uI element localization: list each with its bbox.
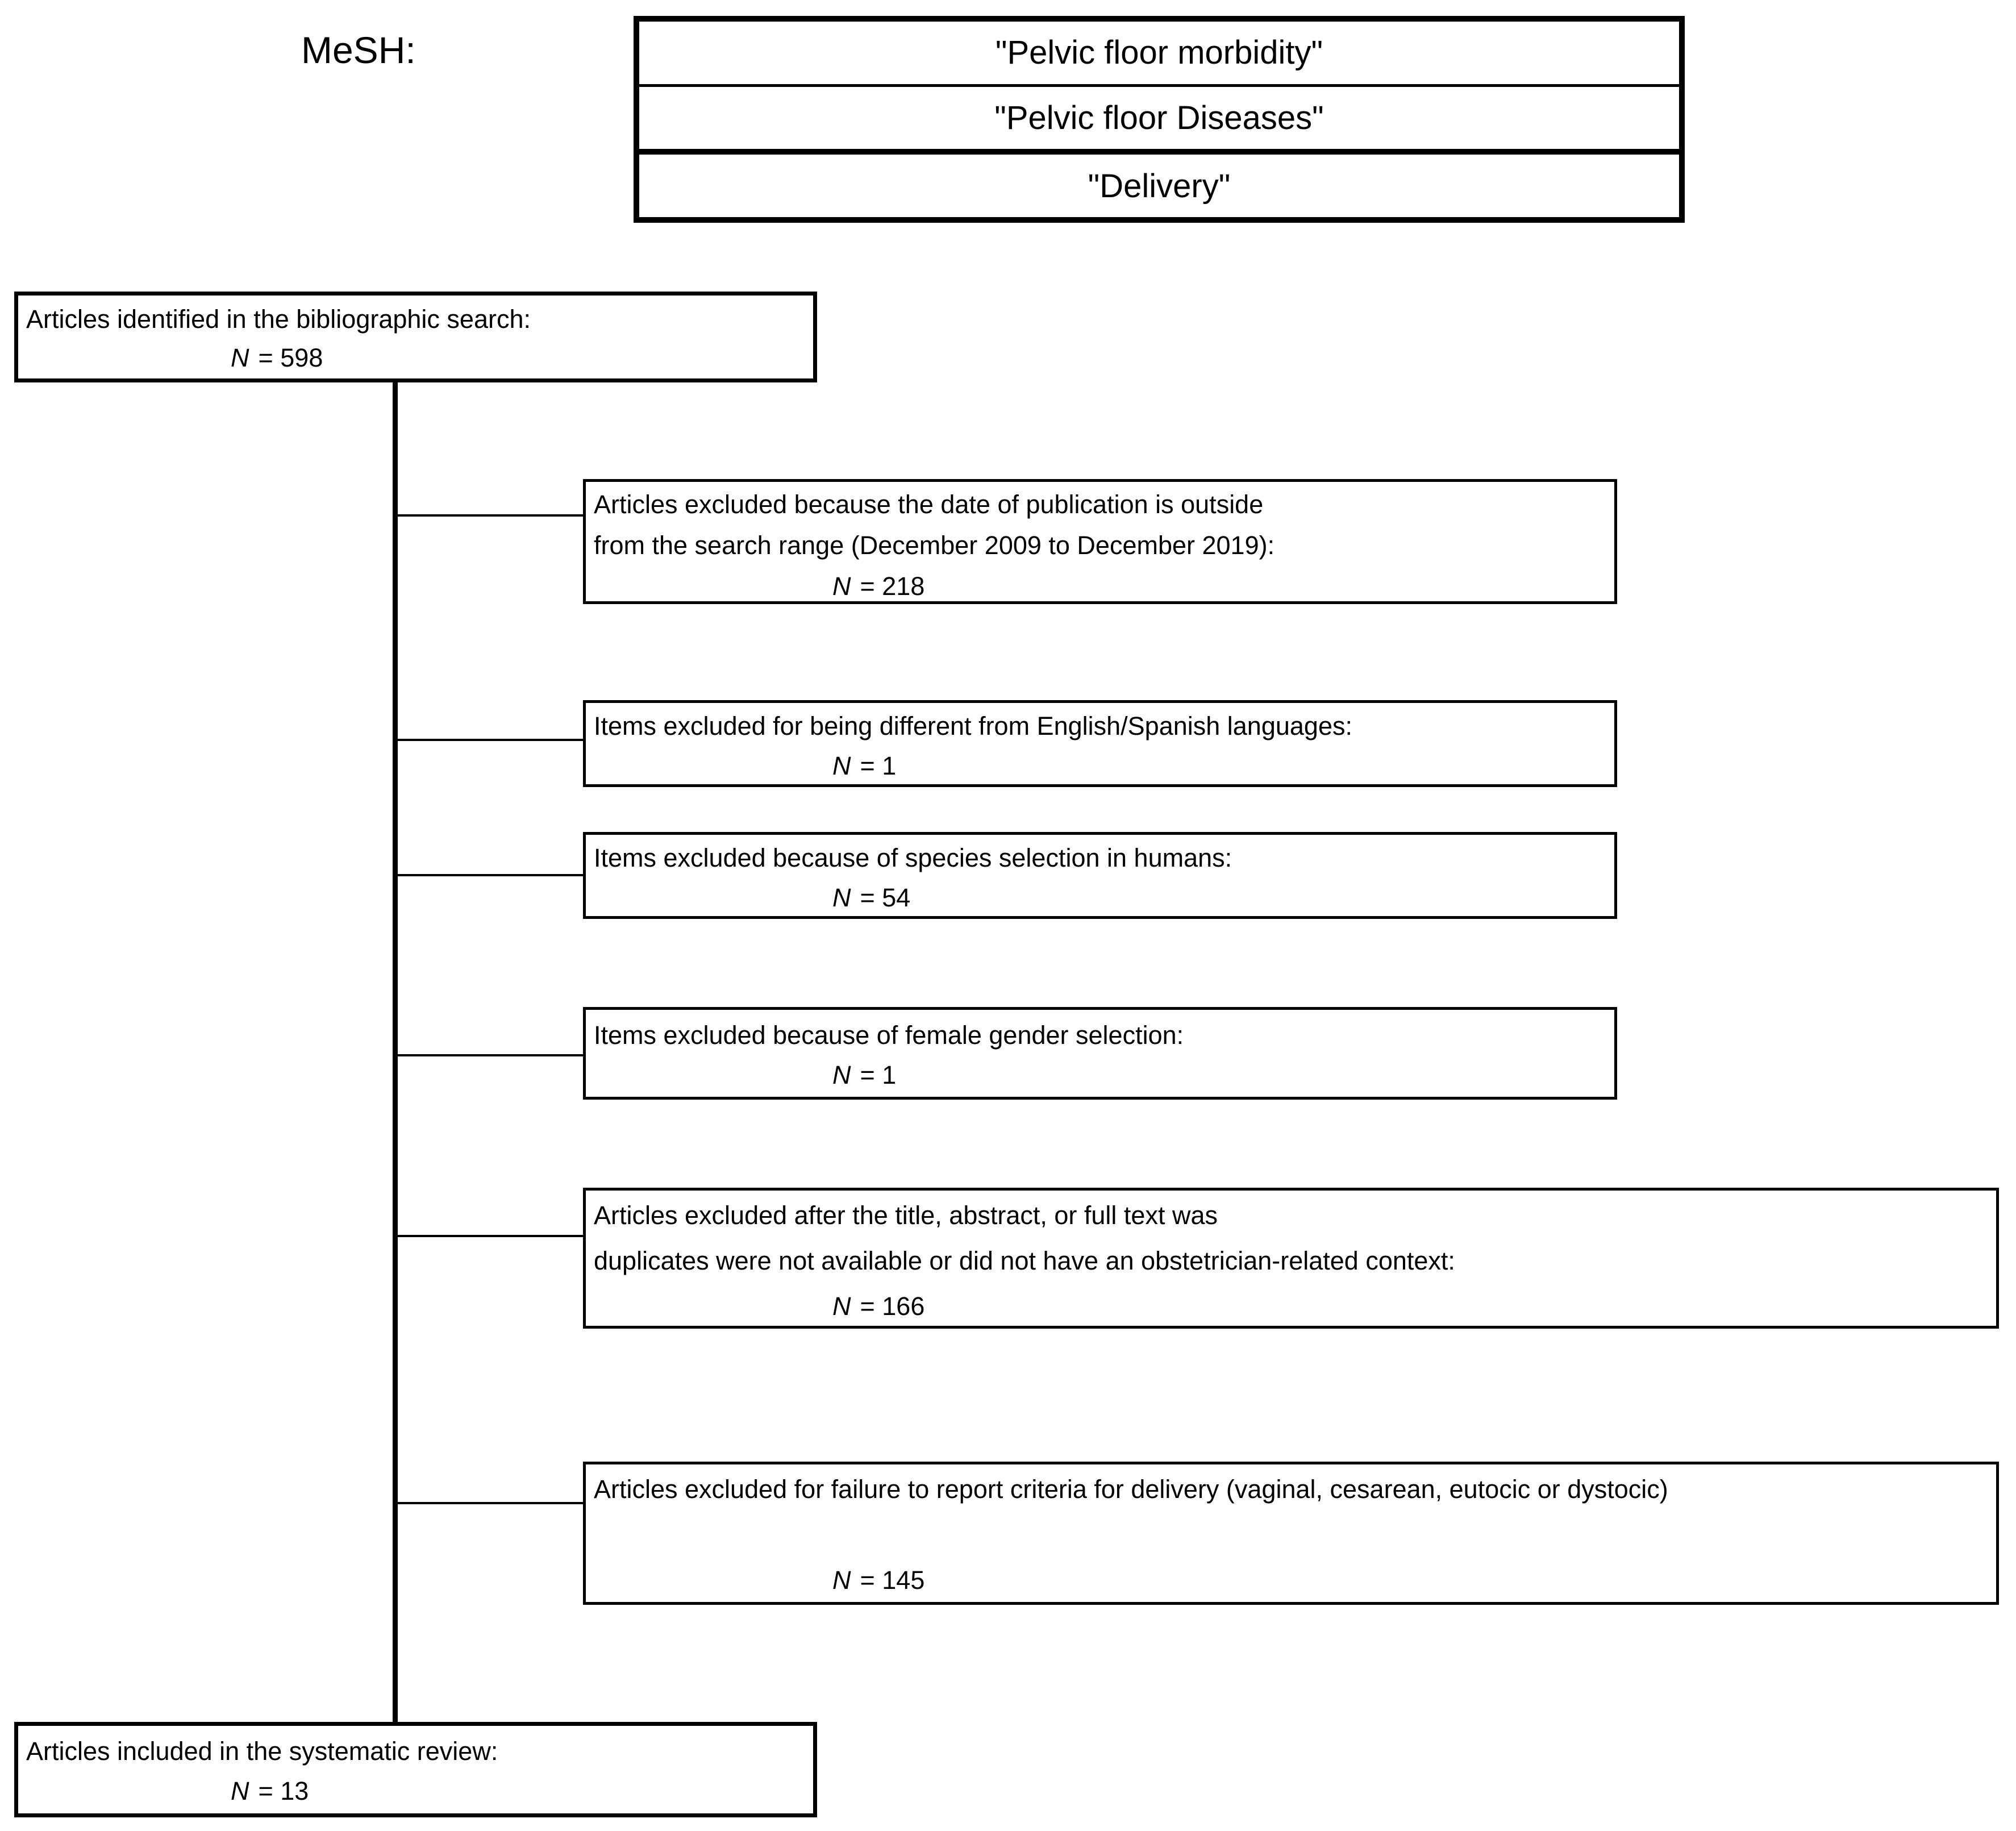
flow-branch-line-dates	[398, 514, 583, 517]
n-value: = 598	[258, 343, 323, 372]
mesh-term-pelvic-floor-diseases: "Pelvic floor Diseases"	[639, 87, 1679, 155]
flow-branch-line-delivery-criteria	[398, 1502, 583, 1504]
box-text: Articles identified in the bibliographic…	[26, 305, 531, 334]
n-value: = 1	[860, 1060, 897, 1089]
flow-trunk-line	[393, 382, 398, 1722]
flow-branch-line-language	[398, 739, 583, 741]
box-text: Articles included in the systematic revi…	[26, 1737, 498, 1766]
flow-branch-line-gender	[398, 1054, 583, 1056]
box-text: Items excluded because of species select…	[594, 843, 1232, 872]
n-value: = 1	[860, 751, 897, 780]
box-text: Articles excluded because the date of pu…	[594, 490, 1264, 519]
included-articles-box: Articles included in the systematic revi…	[14, 1722, 817, 1817]
blank-line	[594, 1512, 1988, 1558]
box-text: Articles excluded after the title, abstr…	[594, 1201, 1218, 1230]
n-line: N = 598	[26, 339, 805, 377]
n-value: = 54	[860, 883, 911, 912]
n-line: N = 54	[594, 878, 1606, 918]
exclusion-box-dates: Articles excluded because the date of pu…	[583, 479, 1617, 604]
flow-branch-line-species	[398, 874, 583, 876]
box-text: Articles excluded for failure to report …	[594, 1475, 1668, 1504]
n-value: = 166	[860, 1292, 925, 1321]
exclusion-box-gender: Items excluded because of female gender …	[583, 1007, 1617, 1100]
identified-articles-box: Articles identified in the bibliographic…	[14, 292, 817, 382]
n-line: N = 166	[594, 1284, 1988, 1329]
n-label: N	[832, 1060, 851, 1089]
box-text: from the search range (December 2009 to …	[594, 531, 1275, 560]
n-line: N = 1	[594, 746, 1606, 786]
n-label: N	[832, 751, 851, 780]
exclusion-box-fulltext: Articles excluded after the title, abstr…	[583, 1188, 1999, 1329]
exclusion-box-delivery-criteria: Articles excluded for failure to report …	[583, 1462, 1999, 1605]
mesh-label: MeSH:	[301, 29, 416, 71]
n-value: = 13	[258, 1776, 309, 1805]
n-label: N	[832, 572, 851, 601]
box-text: duplicates were not available or did not…	[594, 1246, 1455, 1275]
n-line: N = 145	[594, 1558, 1988, 1603]
n-label: N	[832, 883, 851, 912]
n-label: N	[832, 1566, 851, 1595]
n-line: N = 218	[594, 566, 1606, 607]
n-label: N	[832, 1292, 851, 1321]
mesh-term-pelvic-floor-morbidity: "Pelvic floor morbidity"	[639, 22, 1679, 87]
mesh-term-delivery: "Delivery"	[1088, 167, 1231, 205]
mesh-terms-box: "Pelvic floor morbidity" "Pelvic floor D…	[634, 16, 1685, 223]
n-label: N	[231, 1776, 249, 1805]
exclusion-box-species: Items excluded because of species select…	[583, 832, 1617, 919]
box-text: Items excluded for being different from …	[594, 711, 1352, 740]
n-line: N = 1	[594, 1055, 1606, 1095]
exclusion-box-language: Items excluded for being different from …	[583, 700, 1617, 787]
n-value: = 218	[860, 572, 925, 601]
box-text: Items excluded because of female gender …	[594, 1021, 1184, 1050]
n-line: N = 13	[26, 1771, 805, 1811]
n-value: = 145	[860, 1566, 925, 1595]
n-label: N	[231, 343, 249, 372]
flow-branch-line-fulltext	[398, 1235, 583, 1237]
